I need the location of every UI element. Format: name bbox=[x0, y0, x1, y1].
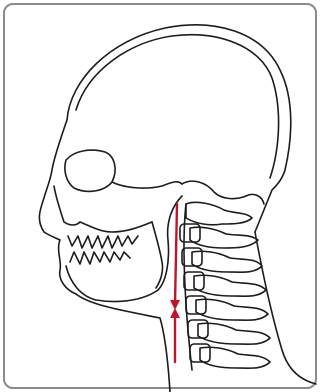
skull-neck-illustration bbox=[0, 0, 320, 392]
figure-frame bbox=[0, 0, 320, 392]
